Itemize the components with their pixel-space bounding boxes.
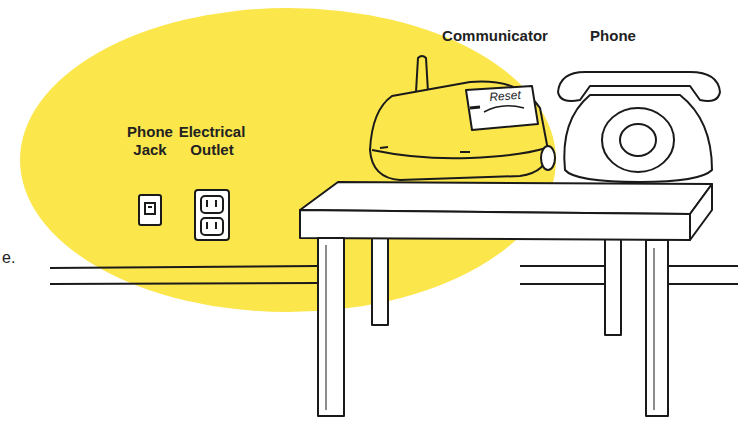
electrical-outlet — [195, 190, 229, 240]
cut-off-text: e. — [2, 249, 32, 267]
part-label: Phone Jack — [120, 123, 180, 159]
part-label: Communicator — [430, 27, 560, 45]
highlight-ellipse — [20, 8, 556, 312]
part-label: Electrical Outlet — [167, 123, 257, 159]
telephone — [558, 72, 720, 182]
wall-lines — [50, 266, 738, 284]
communicator-device — [370, 56, 555, 180]
part-label: Phone — [578, 27, 648, 45]
table — [300, 182, 712, 416]
phone-jack — [139, 195, 161, 225]
